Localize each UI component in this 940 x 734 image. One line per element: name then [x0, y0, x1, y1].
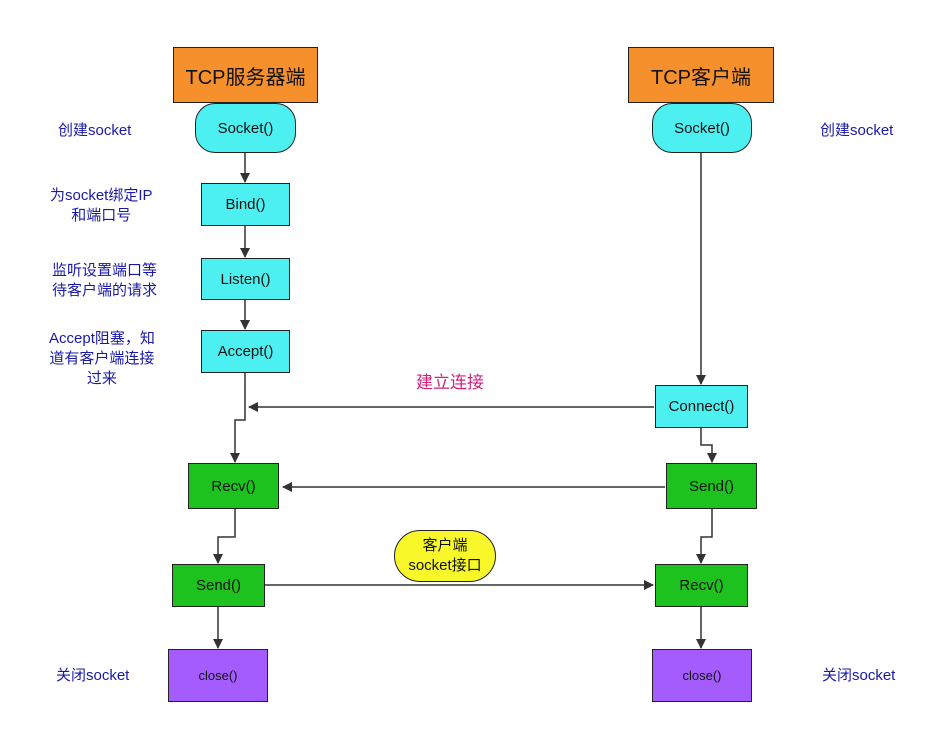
arrow-connect-to-send: [700, 428, 717, 463]
arrow-send-to-recv-client: [696, 509, 713, 564]
note-accept-line2: 道有客户端连接: [49, 350, 155, 367]
client-send-node: Send(): [666, 463, 757, 509]
note-listen: 监听设置端口等 待客户端的请求: [52, 261, 157, 301]
client-socket-node: Socket(): [652, 103, 752, 153]
server-socket-node: Socket(): [195, 103, 296, 153]
server-bind-node: Bind(): [201, 183, 290, 226]
bubble-line2: socket接口: [408, 557, 482, 574]
note-client-create-socket: 创建socket: [820, 122, 894, 139]
note-client-close-socket: 关闭socket: [822, 667, 896, 684]
client-socket-interface-bubble: 客户端 socket接口: [394, 530, 496, 582]
arrow-recv-to-send: [213, 509, 236, 564]
arrow-accept-to-recv: [230, 373, 246, 463]
server-recv-node: Recv(): [188, 463, 279, 509]
note-server-create-socket: 创建socket: [58, 122, 132, 139]
note-accept-line1: Accept阻塞，知: [49, 330, 155, 347]
bubble-line1: 客户端: [422, 537, 468, 554]
note-bind-line1: 为socket绑定IP: [50, 187, 153, 204]
note-listen-line2: 待客户端的请求: [52, 282, 158, 299]
note-accept-line3: 过来: [86, 370, 117, 387]
note-server-close-socket: 关闭socket: [56, 667, 130, 684]
client-close-node: close(): [652, 649, 752, 702]
note-bind: 为socket绑定IP 和端口号: [50, 186, 153, 226]
client-connect-node: Connect(): [655, 385, 748, 428]
connection-label: 建立连接: [416, 373, 484, 392]
note-bind-line2: 和端口号: [71, 207, 132, 224]
server-send-node: Send(): [172, 564, 265, 607]
note-listen-line1: 监听设置端口等: [52, 262, 158, 279]
client-recv-node: Recv(): [655, 564, 748, 607]
client-header: TCP客户端: [628, 47, 774, 103]
server-header: TCP服务器端: [173, 47, 318, 103]
server-accept-node: Accept(): [201, 330, 290, 373]
note-accept: Accept阻塞，知 道有客户端连接 过来: [49, 329, 155, 389]
server-listen-node: Listen(): [201, 258, 290, 300]
server-close-node: close(): [168, 649, 268, 702]
